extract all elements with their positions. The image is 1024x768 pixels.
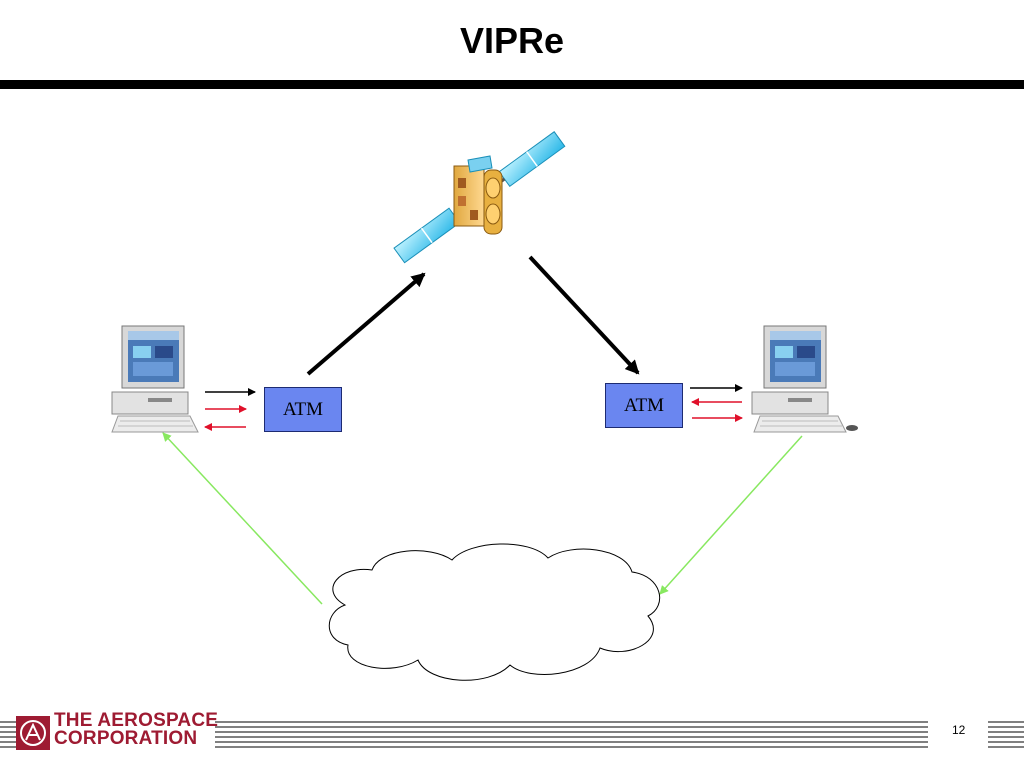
right-terminal bbox=[751, 325, 858, 433]
atm-box-left: ATM bbox=[264, 387, 342, 432]
atm-label-right: ATM bbox=[623, 394, 665, 416]
title-rule bbox=[0, 80, 1024, 89]
slide-title: VIPRe bbox=[459, 20, 565, 61]
downlink-arrow bbox=[528, 255, 640, 375]
uplink-arrow bbox=[306, 272, 426, 376]
desktop-computer-icon bbox=[111, 325, 199, 433]
company-name-line2: CORPORATION bbox=[54, 728, 198, 749]
atm-box-right: ATM bbox=[605, 383, 683, 428]
company-name: THE AEROSPACE CORPORATION bbox=[54, 710, 219, 749]
company-name-line1: THE AEROSPACE bbox=[54, 710, 219, 731]
aerospace-logo-icon bbox=[16, 716, 50, 750]
left-terminal bbox=[111, 325, 199, 433]
satellite-icon bbox=[393, 131, 566, 264]
desktop-computer-icon bbox=[751, 325, 858, 433]
right-ground-link bbox=[659, 435, 803, 595]
left-ground-link bbox=[162, 432, 323, 605]
cloud-icon bbox=[328, 543, 661, 681]
atm-label-left: ATM bbox=[282, 398, 324, 420]
page-number: 12 bbox=[952, 723, 966, 737]
